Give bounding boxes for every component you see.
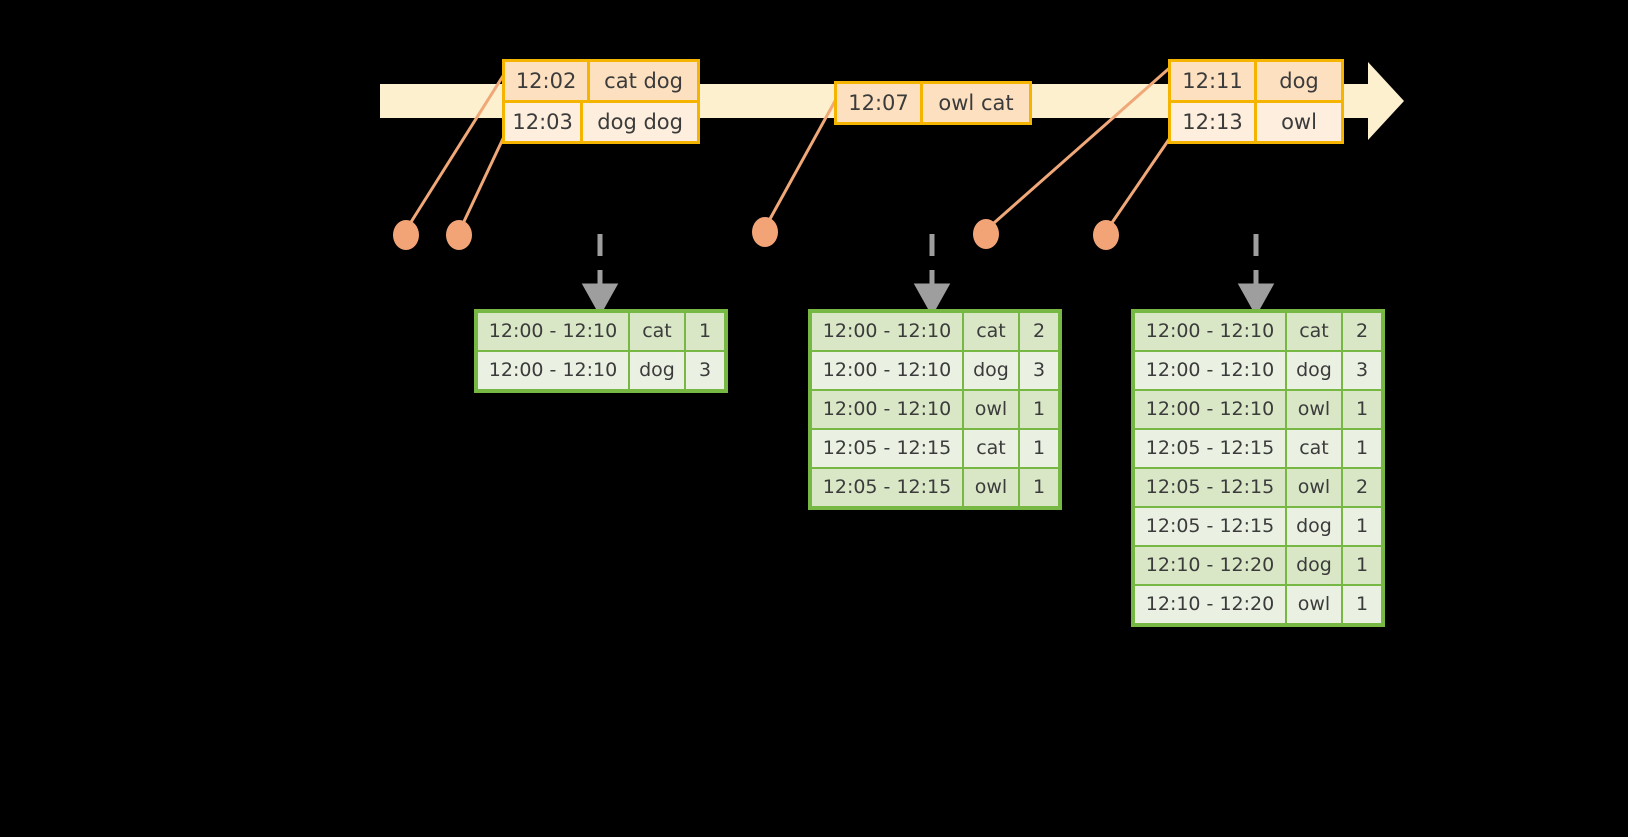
event-dot — [752, 217, 778, 247]
event-time: 12:02 — [505, 62, 591, 100]
cell-window: 12:00 - 12:10 — [478, 313, 628, 350]
cell-window: 12:05 - 12:15 — [812, 430, 962, 467]
cell-window: 12:00 - 12:10 — [812, 352, 962, 389]
cell-key: cat — [964, 313, 1018, 350]
cell-key: owl — [1287, 469, 1341, 506]
event-row: 12:07 owl cat — [837, 84, 1029, 122]
cell-key: cat — [964, 430, 1018, 467]
event-value: dog — [1279, 69, 1319, 93]
emit-arrow — [1237, 234, 1275, 317]
cell-count: 1 — [1343, 547, 1381, 584]
cell-window: 12:05 - 12:15 — [1135, 430, 1285, 467]
event-dot — [393, 220, 419, 250]
event-time: 12:11 — [1171, 62, 1257, 100]
cell-count: 2 — [1343, 313, 1381, 350]
cell-key: cat — [1287, 313, 1341, 350]
event-dot — [1093, 220, 1119, 250]
cell-window: 12:05 - 12:15 — [812, 469, 962, 506]
cell-window: 12:00 - 12:10 — [1135, 313, 1285, 350]
event-value: owl — [1281, 110, 1317, 134]
cell-window: 12:10 - 12:20 — [1135, 547, 1285, 584]
event-value: owl cat — [938, 91, 1014, 115]
event-time: 12:03 — [505, 103, 584, 141]
cell-count: 1 — [686, 313, 724, 350]
event-group-3: 12:11 dog 12:13 owl — [1168, 59, 1344, 144]
event-row: 12:03 dog dog — [505, 100, 697, 141]
event-row: 12:13 owl — [1171, 100, 1341, 141]
event-row: 12:11 dog — [1171, 62, 1341, 100]
event-time: 12:13 — [1171, 103, 1257, 141]
cell-key: dog — [1287, 508, 1341, 545]
cell-window: 12:00 - 12:10 — [812, 313, 962, 350]
cell-count: 3 — [686, 352, 724, 389]
cell-count: 3 — [1020, 352, 1058, 389]
cell-key: dog — [630, 352, 684, 389]
event-group-1: 12:02 cat dog 12:03 dog dog — [502, 59, 700, 144]
cell-key: dog — [964, 352, 1018, 389]
event-value: dog dog — [597, 110, 683, 134]
emit-arrow — [581, 234, 619, 317]
event-time: 12:07 — [837, 84, 923, 122]
cell-key: dog — [1287, 352, 1341, 389]
cell-count: 1 — [1343, 391, 1381, 428]
cell-count: 2 — [1020, 313, 1058, 350]
cell-key: owl — [1287, 586, 1341, 623]
event-dot — [446, 220, 472, 250]
event-value: cat dog — [604, 69, 683, 93]
emit-arrow — [913, 234, 951, 317]
cell-key: owl — [1287, 391, 1341, 428]
cell-key: owl — [964, 469, 1018, 506]
cell-count: 1 — [1020, 430, 1058, 467]
cell-count: 3 — [1343, 352, 1381, 389]
cell-count: 1 — [1020, 391, 1058, 428]
cell-key: owl — [964, 391, 1018, 428]
cell-key: dog — [1287, 547, 1341, 584]
cell-window: 12:00 - 12:10 — [1135, 352, 1285, 389]
cell-window: 12:00 - 12:10 — [478, 352, 628, 389]
event-row: 12:02 cat dog — [505, 62, 697, 100]
emit-arrows — [581, 234, 1275, 317]
cell-key: cat — [1287, 430, 1341, 467]
cell-window: 12:00 - 12:10 — [812, 391, 962, 428]
event-dot — [973, 219, 999, 249]
cell-window: 12:05 - 12:15 — [1135, 469, 1285, 506]
event-group-2: 12:07 owl cat — [834, 81, 1032, 125]
cell-window: 12:00 - 12:10 — [1135, 391, 1285, 428]
cell-window: 12:05 - 12:15 — [1135, 508, 1285, 545]
cell-window: 12:10 - 12:20 — [1135, 586, 1285, 623]
cell-count: 1 — [1020, 469, 1058, 506]
cell-key: cat — [630, 313, 684, 350]
event-dots — [393, 217, 1119, 250]
cell-count: 1 — [1343, 586, 1381, 623]
cell-count: 2 — [1343, 469, 1381, 506]
cell-count: 1 — [1343, 508, 1381, 545]
cell-count: 1 — [1343, 430, 1381, 467]
